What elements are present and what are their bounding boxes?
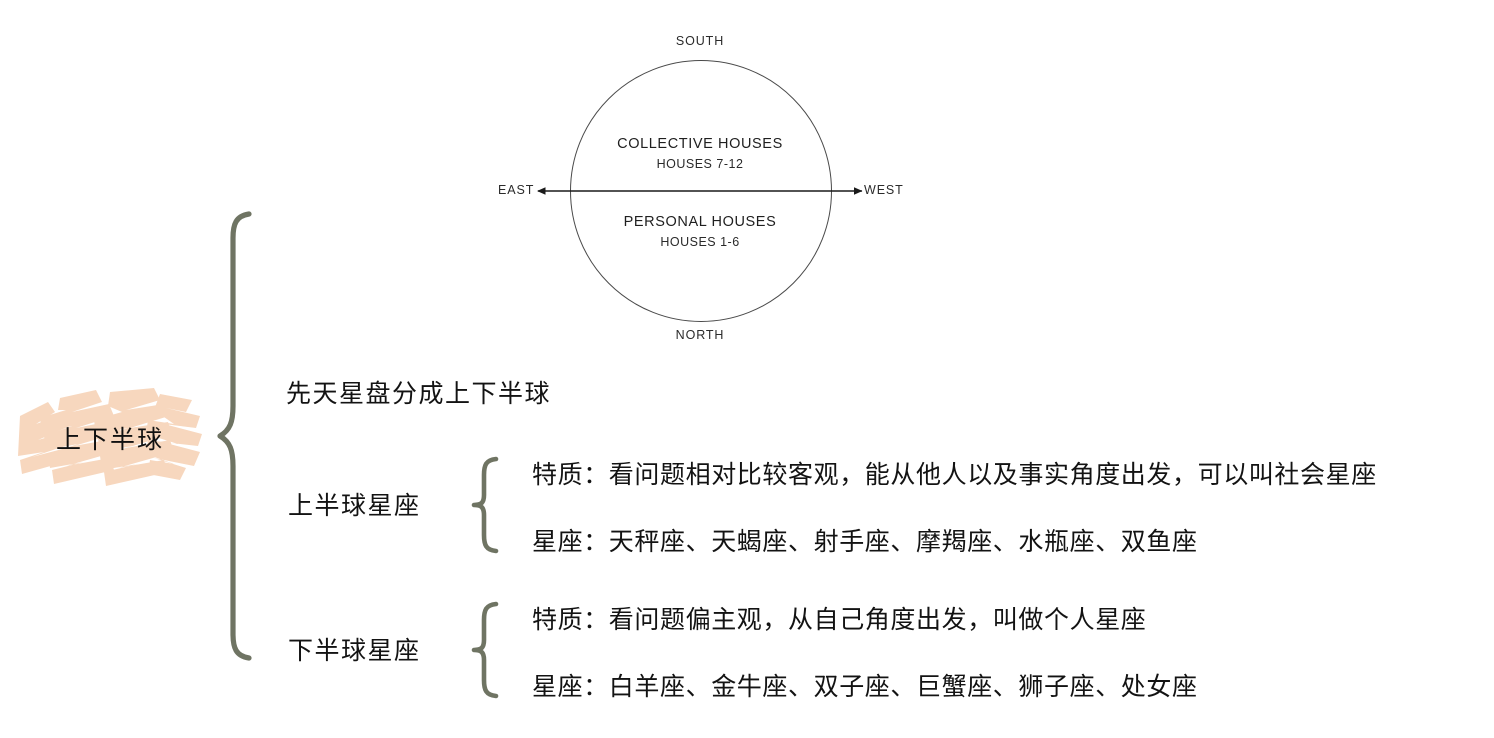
collective-houses-range: HOUSES 7-12 (656, 157, 744, 171)
direction-label-north: NORTH (675, 328, 725, 342)
east-west-axis (537, 187, 863, 195)
topic-label: 上下半球 (55, 425, 164, 454)
direction-label-west: WEST (864, 183, 904, 197)
group-label-upper: 上半球星座 (288, 491, 421, 520)
personal-houses-block: PERSONAL HOUSES HOUSES 1-6 (490, 214, 910, 249)
direction-label-south: SOUTH (675, 34, 725, 48)
lower-signs-text: 星座：白羊座、金牛座、双子座、巨蟹座、狮子座、处女座 (532, 672, 1198, 701)
upper-signs-text: 星座：天秤座、天蝎座、射手座、摩羯座、水瓶座、双鱼座 (532, 527, 1198, 556)
highlighter-scribble-icon (18, 388, 202, 486)
lower-group-brace (471, 601, 499, 699)
personal-houses-title: PERSONAL HOUSES (623, 214, 777, 230)
upper-group-brace (471, 456, 499, 554)
section-heading: 先天星盘分成上下半球 (286, 379, 552, 408)
personal-houses-range: HOUSES 1-6 (660, 235, 740, 249)
hemisphere-diagram: SOUTH NORTH EAST WEST COLLECTIVE HOUSES … (490, 26, 910, 361)
topic-highlight-chip: 上下半球 (14, 386, 206, 492)
lower-trait-text: 特质：看问题偏主观，从自己角度出发，叫做个人星座 (532, 605, 1147, 634)
outer-brace (217, 211, 252, 661)
upper-trait-text: 特质：看问题相对比较客观，能从他人以及事实角度出发，可以叫社会星座 (532, 460, 1377, 489)
collective-houses-block: COLLECTIVE HOUSES HOUSES 7-12 (490, 136, 910, 171)
group-label-lower: 下半球星座 (288, 636, 421, 665)
collective-houses-title: COLLECTIVE HOUSES (617, 136, 783, 152)
direction-label-east: EAST (498, 183, 535, 197)
